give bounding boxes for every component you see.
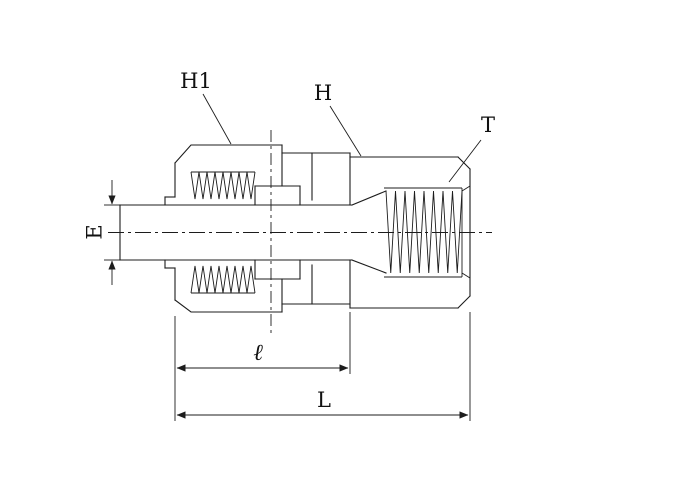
body-internal-thread: [351, 185, 471, 279]
dimension-l-large: L: [176, 312, 471, 421]
callout-h: H: [314, 81, 362, 157]
label-l-small: ℓ: [253, 340, 263, 366]
dimension-e: E: [83, 180, 120, 285]
label-t: T: [481, 113, 495, 137]
nut-thread-hatch-bottom: [190, 265, 256, 294]
label-h: H: [314, 81, 332, 105]
tube-outline: [119, 204, 353, 261]
nut-thread-hatch-top: [190, 171, 256, 200]
callout-t: T: [448, 113, 495, 183]
dimension-l-small: ℓ: [174, 312, 351, 421]
label-h1: H1: [180, 69, 212, 93]
label-e: E: [83, 224, 107, 239]
nut-outline: [164, 144, 283, 313]
body-outline: [349, 152, 471, 309]
neck-outline: [281, 152, 351, 305]
label-l-large: L: [317, 388, 331, 412]
ferrule-section: [254, 185, 301, 280]
callout-h1: H1: [180, 69, 232, 145]
